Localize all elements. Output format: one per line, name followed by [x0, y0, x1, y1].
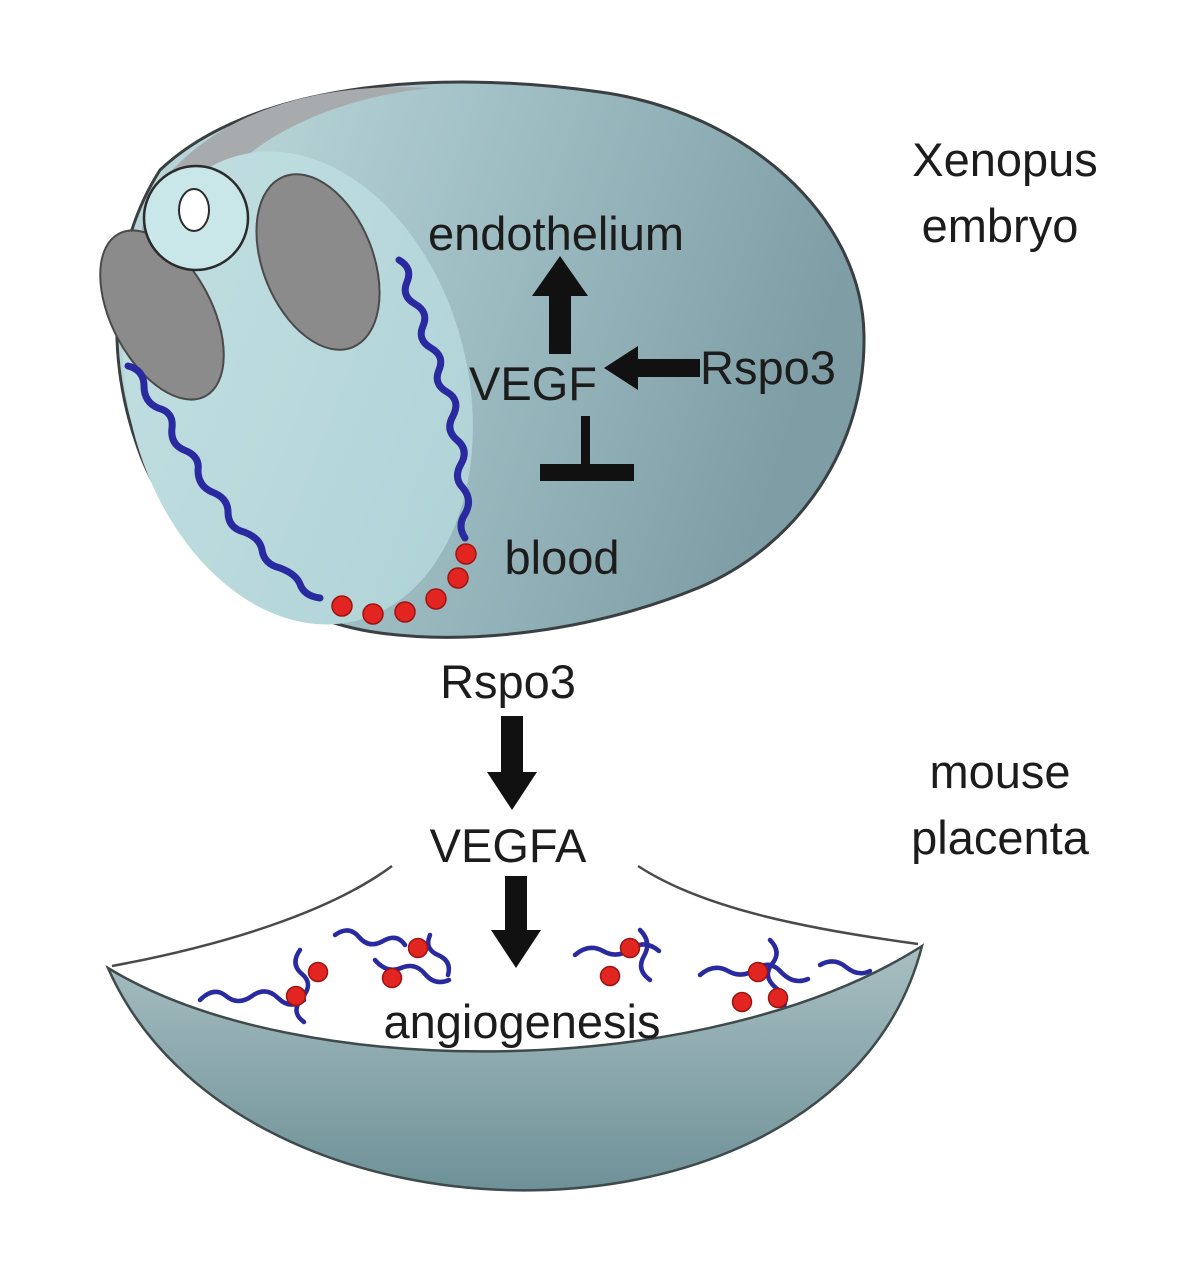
xenopus-embryo-panel: endothelium VEGF Rspo3 blood Xenopus emb…: [99, 80, 1098, 639]
blood-cell-dot: [425, 588, 447, 610]
rspo3-to-vegfa-arrow: [487, 716, 537, 810]
blood-cell-dot: [447, 567, 469, 589]
mouse-placenta-label: mouse: [929, 745, 1070, 798]
blood-cell-dot: [455, 543, 477, 565]
xenopus-embryo-label: Xenopus: [912, 133, 1098, 186]
endothelium-label: endothelium: [428, 207, 684, 260]
vein-cells-squiggle: [395, 256, 472, 542]
mouse-placenta-panel: Rspo3 VEGFA mouse placenta: [105, 655, 1090, 1192]
placenta-blood-cells: [285, 937, 789, 1013]
somite-oval: [255, 173, 381, 351]
angiogenic-vessels-squiggle: [817, 959, 873, 976]
xenopus-embryo-label: embryo: [922, 199, 1079, 252]
rspo3-label: Rspo3: [700, 341, 836, 394]
blood-label: blood: [505, 531, 620, 584]
blood-cell-dot: [331, 595, 353, 617]
vein-cells-squiggle: [124, 362, 324, 602]
angiogenesis-label: angiogenesis: [384, 995, 661, 1048]
blood-cell-dot: [731, 991, 753, 1013]
embryo-arrows: [532, 256, 700, 481]
embryo-blood-cells: [331, 543, 477, 625]
placenta-body: [105, 943, 924, 1192]
blood-cell-dot: [285, 985, 307, 1007]
embryo-cross-section-face: [123, 151, 473, 625]
placenta-funnel-line: [111, 864, 393, 968]
blood-cell-dot: [767, 987, 789, 1009]
vegfa-to-angiogenesis-arrow: [491, 876, 541, 968]
blood-cell-dot: [747, 961, 769, 983]
placenta-funnel-line: [637, 864, 919, 946]
inhibition-t-bar: [540, 416, 634, 481]
angiogenic-vessels-squiggle: [197, 989, 307, 1007]
embryo-shaded-edge: [136, 87, 430, 391]
blood-cell-dot: [619, 937, 641, 959]
angiogenic-vessels: [197, 927, 873, 1025]
blood-cell-dot: [362, 603, 384, 625]
blood-cell-dot: [599, 965, 621, 987]
vegf-label: VEGF: [469, 357, 597, 410]
somite-oval: [99, 229, 225, 401]
angiogenic-vessels-squiggle: [293, 947, 311, 1025]
angiogenic-vessels-squiggle: [426, 932, 452, 978]
vegf-to-endothelium-arrow: [532, 256, 588, 354]
angiogenic-vessels-squiggle: [637, 927, 653, 983]
blood-cell-dot: [394, 601, 416, 623]
vein-cells-squiggles: [124, 256, 472, 602]
placenta-funnel-lines: [111, 864, 919, 968]
blood-cell-dot: [407, 937, 429, 959]
notochord: [178, 188, 210, 232]
mouse-placenta-label: placenta: [911, 811, 1090, 864]
placenta-arrows: [487, 716, 541, 968]
rspo3-label-mouse: Rspo3: [440, 655, 576, 708]
blood-cell-dot: [307, 961, 329, 983]
rspo3-to-vegf-arrow: [604, 346, 700, 390]
angiogenic-vessels-squiggle: [332, 928, 408, 948]
vegfa-label: VEGFA: [430, 819, 587, 872]
blood-cell-dot: [381, 967, 403, 989]
